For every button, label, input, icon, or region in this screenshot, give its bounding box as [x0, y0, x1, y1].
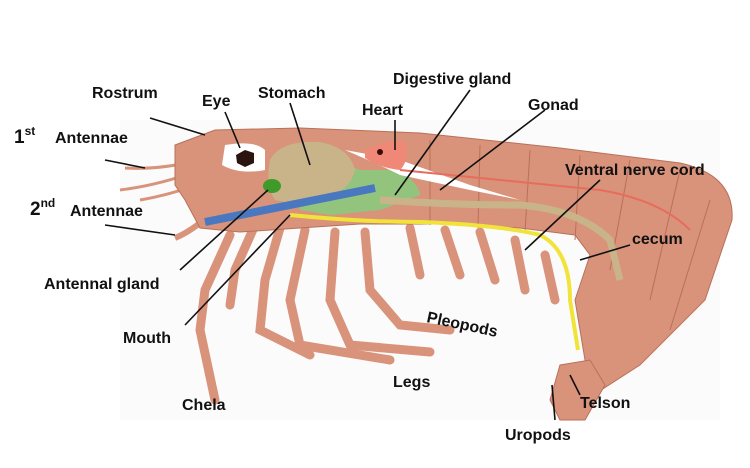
- heart: [365, 141, 407, 170]
- label-1st-antennae-number: 1st: [14, 124, 35, 148]
- label-antennal-gland: Antennal gland: [44, 276, 160, 293]
- label-cecum: cecum: [632, 231, 683, 248]
- intestine: [379, 196, 624, 281]
- walking-legs: [195, 220, 455, 405]
- label-1st-antennae: Antennae: [55, 130, 128, 147]
- label-stomach: Stomach: [258, 85, 326, 102]
- pleopods: [405, 223, 560, 305]
- label-mouth: Mouth: [123, 330, 171, 347]
- label-chela: Chela: [182, 397, 226, 414]
- antennal-gland: [263, 179, 281, 193]
- stomach: [268, 141, 355, 205]
- label-ventral-nerve-cord: Ventral nerve cord: [565, 162, 705, 179]
- label-2nd-antennae: Antennae: [70, 203, 143, 220]
- label-digestive-gland: Digestive gland: [393, 71, 511, 88]
- label-gonad: Gonad: [528, 97, 579, 114]
- label-rostrum: Rostrum: [92, 85, 158, 102]
- label-uropods: Uropods: [505, 427, 571, 444]
- leader-lines: [104, 89, 631, 421]
- label-eye: Eye: [202, 93, 231, 110]
- label-legs: Legs: [393, 374, 430, 391]
- label-telson: Telson: [580, 395, 630, 412]
- heart-dot: [377, 149, 383, 155]
- gonad: [399, 169, 691, 231]
- segment-lines: [429, 140, 711, 331]
- inserted-tube: [204, 184, 376, 226]
- label-heart: Heart: [362, 102, 404, 119]
- ventral-nerve-cord: [289, 213, 580, 351]
- eye: [236, 150, 254, 167]
- label-2nd-antennae-number: 2nd: [30, 196, 55, 220]
